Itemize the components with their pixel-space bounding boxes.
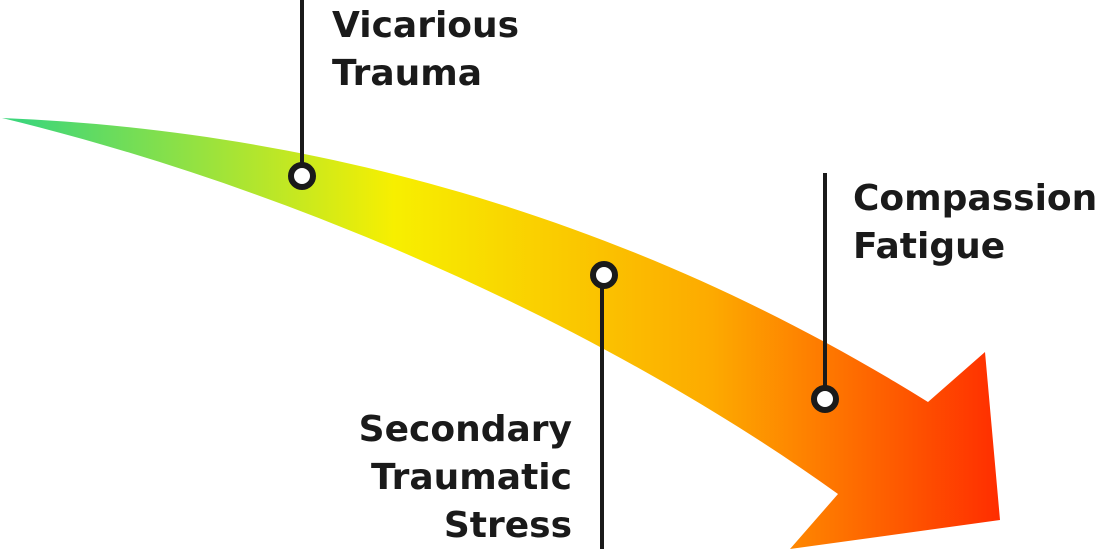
vicarious-line2: Trauma bbox=[332, 53, 483, 94]
secondary-line1: Secondary bbox=[358, 409, 572, 450]
vicarious-trauma-label: Vicarious Trauma bbox=[332, 2, 519, 98]
secondary-traumatic-stress-label: Secondary Traumatic Stress bbox=[300, 406, 572, 549]
vicarious-line1: Vicarious bbox=[332, 5, 520, 46]
gradient-arrow bbox=[2, 118, 1000, 549]
compassion-marker bbox=[811, 385, 839, 413]
secondary-line2: Traumatic bbox=[371, 457, 572, 498]
compassion-line1: Compassion bbox=[853, 178, 1095, 219]
secondary-marker bbox=[590, 261, 618, 289]
compassion-line2: Fatigue bbox=[853, 226, 1006, 267]
compassion-fatigue-label: Compassion Fatigue bbox=[853, 175, 1095, 271]
secondary-line3: Stress bbox=[443, 505, 572, 546]
vicarious-marker bbox=[288, 162, 316, 190]
